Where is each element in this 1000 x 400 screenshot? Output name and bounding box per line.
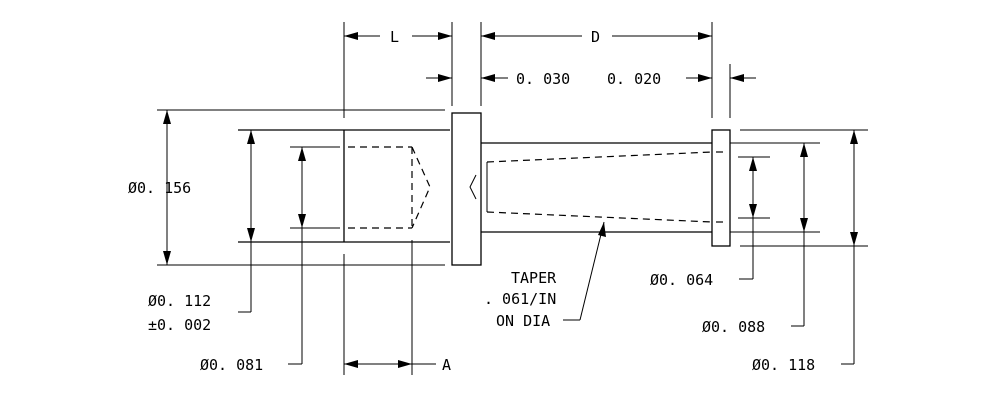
dimension-L: L [344, 28, 452, 46]
label-dia-118: Ø0. 118 [752, 356, 815, 374]
dimension-flange-gap: 0. 030 [426, 70, 570, 88]
label-gap-030: 0. 030 [516, 70, 570, 88]
flange [451, 112, 482, 266]
tip-collar [711, 129, 731, 247]
label-dia-088: Ø0. 088 [702, 318, 765, 336]
label-dia-081: Ø0. 081 [200, 356, 263, 374]
dimension-dia-156: Ø0. 156 [128, 110, 191, 265]
dimension-A: A [344, 356, 451, 374]
label-taper-1: TAPER [511, 269, 557, 287]
dimension-dia-081: Ø0. 081 [200, 147, 306, 374]
part-outline [238, 112, 740, 266]
dimension-D: D [481, 28, 712, 46]
label-D: D [591, 28, 600, 46]
label-dia-064: Ø0. 064 [650, 271, 713, 289]
extension-lines [157, 22, 868, 375]
dimension-collar-gap: 0. 020 [607, 70, 756, 88]
label-tol-112: ±0. 002 [148, 316, 211, 334]
dimension-dia-118: Ø0. 118 [752, 130, 858, 374]
hidden-lines [348, 146, 728, 229]
label-L: L [390, 28, 399, 46]
dimension-dia-088: Ø0. 088 [702, 143, 808, 336]
dimension-dia-064: Ø0. 064 [650, 157, 757, 289]
taper-callout: TAPER . 061/IN ON DIA [484, 221, 606, 330]
label-gap-020: 0. 020 [607, 70, 661, 88]
label-A: A [442, 356, 451, 374]
label-dia-112: Ø0. 112 [148, 292, 211, 310]
label-taper-2: . 061/IN [484, 290, 556, 308]
dimension-dia-112: Ø0. 112 ±0. 002 [148, 130, 255, 334]
label-dia-156: Ø0. 156 [128, 179, 191, 197]
label-taper-3: ON DIA [496, 312, 550, 330]
